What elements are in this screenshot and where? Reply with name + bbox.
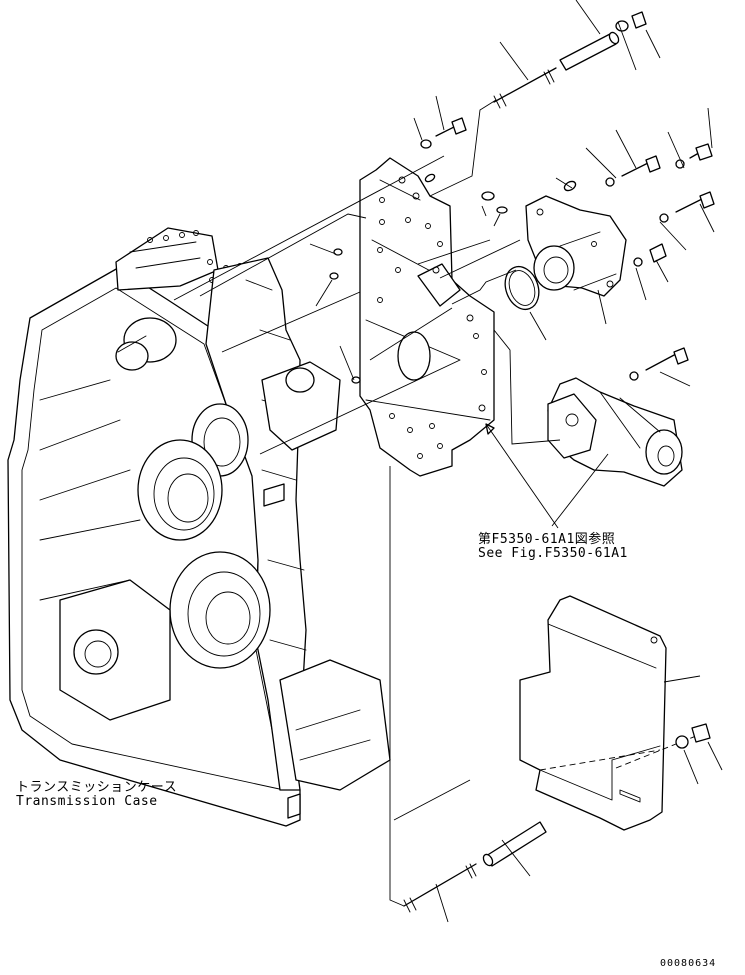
transmission-case-label-en: Transmission Case (16, 794, 158, 809)
case-bore-middle (137, 439, 223, 541)
cover-plate (519, 595, 697, 831)
reference-note-jp: 第F5350-61A1図参照 (478, 532, 616, 547)
solenoid-valve-lower (547, 377, 683, 487)
transmission-case-label-jp: トランスミッションケース (16, 780, 178, 795)
shaft-boss (115, 317, 177, 371)
leader-lines (173, 0, 723, 923)
bolts-and-washers (403, 11, 715, 913)
cylinder-boss (261, 361, 341, 451)
solenoid-valve-upper (525, 195, 627, 297)
case-lower-block (59, 579, 171, 721)
small-parts (329, 173, 577, 384)
plate-holes (377, 176, 487, 459)
valve-body-plate (359, 157, 495, 477)
transmission-case (7, 227, 391, 827)
drawing-code: 00080634 (660, 958, 717, 969)
case-bore-lower (169, 551, 271, 669)
reference-note-en: See Fig.F5350-61A1 (478, 546, 628, 561)
o-ring (504, 265, 540, 311)
